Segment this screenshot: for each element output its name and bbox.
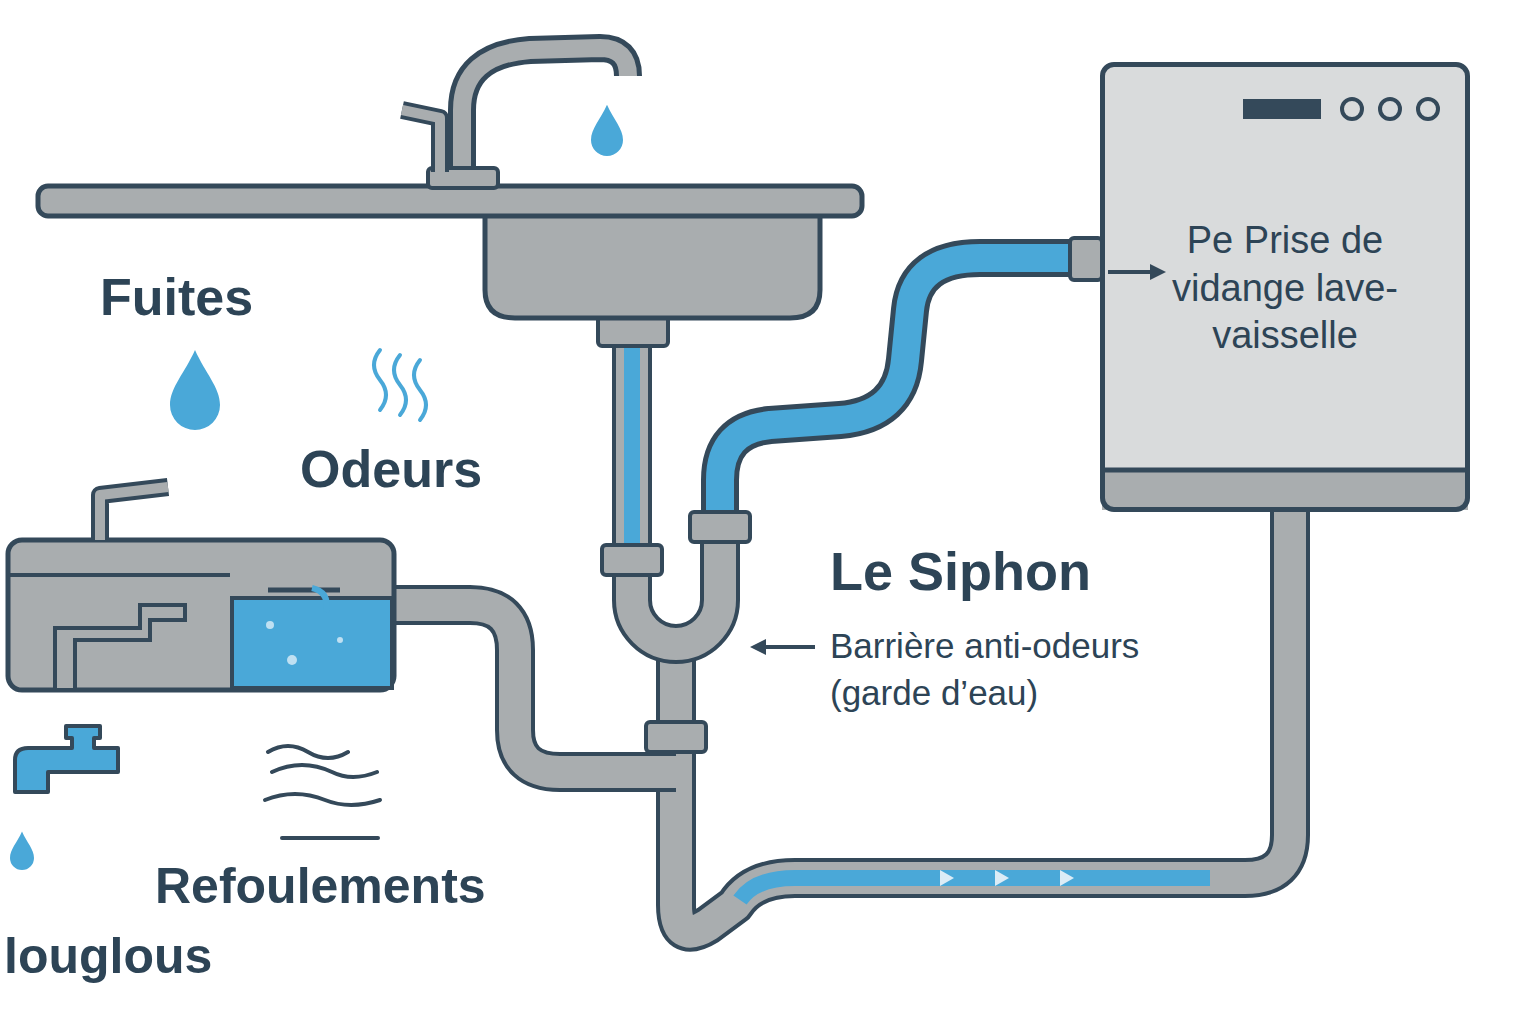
water-line [268, 588, 340, 593]
dishwasher-body [1102, 64, 1468, 510]
bubble [266, 621, 274, 629]
bubble [287, 655, 297, 665]
tap-drop [10, 832, 34, 870]
odour-wave [414, 360, 426, 420]
backflow-wave [272, 765, 377, 777]
faucet-spout [462, 48, 628, 178]
drain-pipe-outline [676, 512, 1290, 932]
appliance-body [8, 540, 394, 690]
backflow-wave [265, 794, 380, 805]
backflow-wave [268, 746, 348, 758]
odour-wave [394, 355, 406, 415]
appliance-pipe [55, 605, 185, 688]
odour-wave [374, 350, 386, 410]
callout-heading: Le Siphon [830, 540, 1091, 602]
pipe-collar [602, 545, 662, 575]
appliance-rim [10, 573, 230, 577]
node-label: Pe Prise de vidange lave-vaisselle [1131, 217, 1439, 360]
flow-mark [995, 870, 1009, 886]
siphon-leader-head [750, 639, 766, 655]
appliance-tap-outline [100, 487, 168, 540]
dishwasher-base-line [1102, 468, 1468, 473]
sink-basin [485, 214, 820, 318]
pipe-collar [690, 512, 750, 542]
callout-heading: Odeurs [300, 440, 482, 500]
water-inflow [312, 588, 327, 612]
faucet-handle [402, 110, 440, 172]
flow-mark [1060, 870, 1074, 886]
appliance-tap [100, 487, 168, 540]
control-knob [1342, 99, 1362, 119]
dishwasher-box: Pe Prise de vidange lave-vaisselle [1100, 62, 1470, 512]
callout-heading: louglous [4, 928, 212, 986]
hose-fitting [1070, 238, 1102, 280]
flow-mark [940, 870, 954, 886]
control-knob [1418, 99, 1438, 119]
callout-heading: Fuites [100, 268, 253, 328]
callout-note: Barrière anti-odeurs (garde d’eau) [830, 622, 1240, 717]
pipe-collar [646, 722, 706, 752]
drain-leader-head [1150, 264, 1166, 280]
drain-water [740, 878, 1210, 900]
tap-icon [15, 726, 118, 792]
countertop [38, 186, 862, 216]
backflow-wave [282, 836, 378, 840]
control-knob [1380, 99, 1400, 119]
dishwasher-base [1102, 470, 1468, 510]
callout-heading: Refoulements [155, 858, 486, 916]
leak-drop [170, 350, 220, 430]
drain-pipe [676, 512, 1290, 932]
appliance-water [232, 598, 392, 688]
water-drop [591, 105, 623, 156]
control-display [1243, 99, 1321, 119]
siphon-leader [762, 645, 815, 649]
bubble [337, 637, 343, 643]
faucet-spout-outline [462, 48, 628, 178]
drain-leader [1108, 270, 1152, 274]
faucet-handle-outline [402, 110, 440, 172]
sink-drain-water [624, 345, 640, 552]
